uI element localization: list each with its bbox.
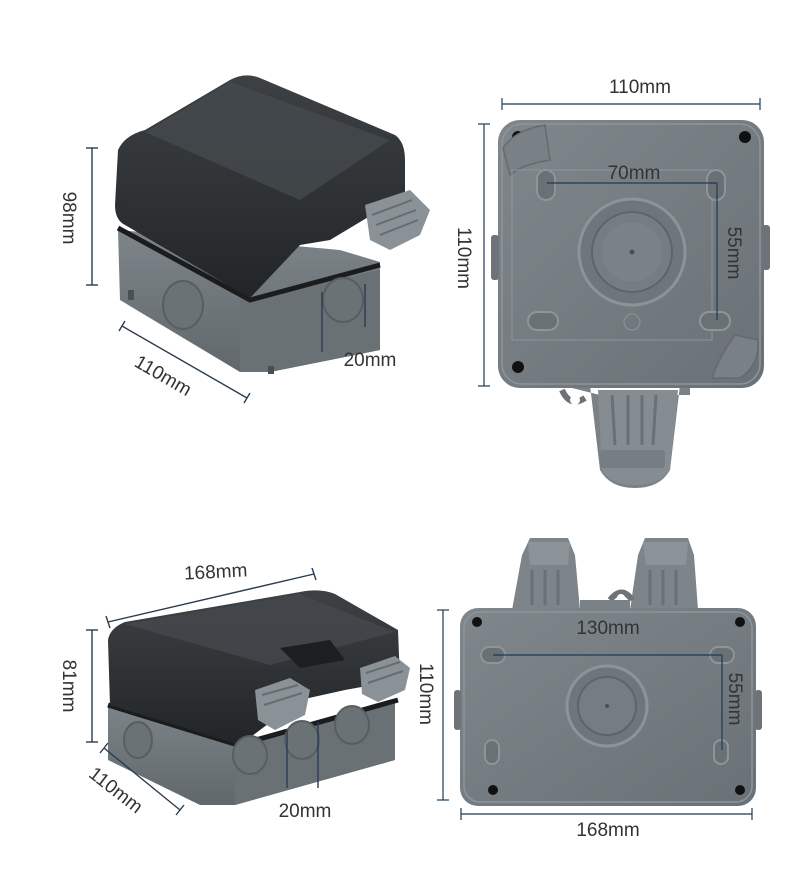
single-back-vspacing-label: 55mm — [723, 227, 744, 280]
double-back-vspacing-label: 55mm — [724, 673, 745, 726]
double-height-label: 81mm — [58, 660, 79, 713]
single-height-label: 98mm — [58, 192, 79, 245]
single-depth-label: 110mm — [131, 352, 195, 401]
single-hole-label: 20mm — [344, 350, 397, 371]
single-back-view — [491, 120, 770, 488]
double-hole-label: 20mm — [279, 801, 332, 822]
single-back-width-label: 110mm — [609, 77, 671, 98]
single-box-view — [115, 75, 430, 374]
double-back-dimensions: 110mm 130mm 55mm 168mm — [415, 609, 753, 841]
single-back-height-label: 110mm — [453, 227, 474, 289]
single-back-hspacing-label: 70mm — [608, 163, 661, 184]
depth-dim-line — [121, 325, 248, 399]
double-box-view — [107, 590, 410, 805]
double-back-height-label: 110mm — [415, 663, 436, 725]
double-back-hspacing-label: 130mm — [576, 618, 639, 639]
double-back-width-label: 168mm — [576, 820, 639, 841]
single-back-dimensions: 110mm 110mm 70mm 55mm — [453, 77, 761, 387]
double-back-view — [454, 538, 762, 806]
double-width-label: 168mm — [184, 560, 248, 584]
